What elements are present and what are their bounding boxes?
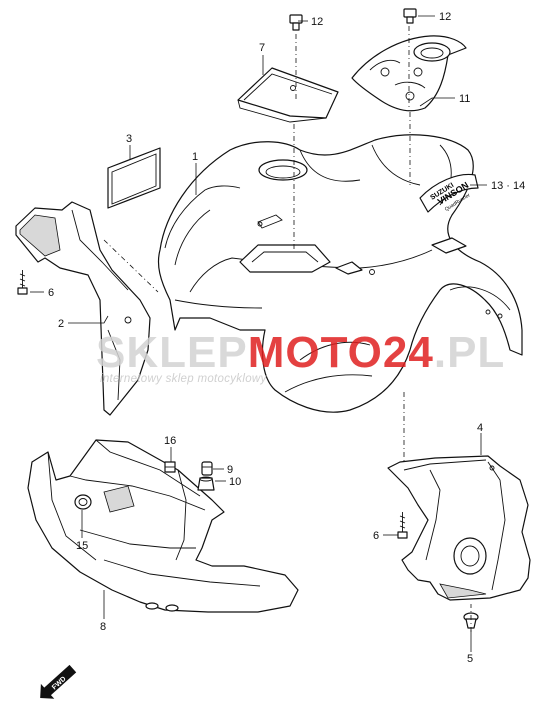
- callout-6b: 6: [373, 530, 379, 542]
- screw-6-right: [397, 512, 408, 539]
- grommet-9: [201, 461, 213, 476]
- tank-cover: [351, 35, 467, 112]
- callout-10: 10: [229, 476, 241, 488]
- callout-12a: 12: [311, 16, 323, 28]
- callout-11: 11: [459, 93, 470, 105]
- callout-4: 4: [477, 422, 483, 434]
- watermark: SKLEPMOTO24.PL internetowy sklep motocyk…: [96, 328, 505, 385]
- callout-7: 7: [259, 42, 265, 54]
- leader-2: [68, 315, 109, 324]
- callout-15: 15: [76, 540, 88, 552]
- front-grille: [27, 439, 299, 613]
- callout-3: 3: [126, 133, 132, 145]
- watermark-tagline: internetowy sklep motocyklowy: [100, 373, 268, 385]
- left-side-cover: [15, 201, 151, 416]
- fwd-arrow-badge: FWD: [40, 664, 77, 699]
- bolt-12-right: [403, 8, 417, 24]
- right-inner-cover: [387, 455, 531, 601]
- power-socket: [74, 494, 92, 510]
- callout-13-14: 13 · 14: [491, 180, 525, 192]
- callout-8: 8: [100, 621, 106, 633]
- leader-11: [419, 97, 455, 107]
- bolt-12-left: [289, 14, 303, 31]
- front-fender: SUZUKI VINSON QuadRunner: [157, 134, 523, 413]
- nut-10: [197, 476, 215, 491]
- screw-6-left: [17, 270, 28, 295]
- callout-16: 16: [164, 435, 176, 447]
- callout-5: 5: [467, 653, 473, 665]
- clip-16: [164, 461, 176, 473]
- seat-pad: [237, 67, 339, 123]
- callout-1: 1: [192, 151, 198, 163]
- assembly-line-2-1: [103, 239, 159, 293]
- callout-9: 9: [227, 464, 233, 476]
- watermark-logo: SKLEPMOTO24.PL: [96, 328, 505, 377]
- callout-6a: 6: [48, 287, 54, 299]
- callout-2: 2: [58, 318, 64, 330]
- decal-plate: [107, 147, 161, 209]
- callout-12b: 12: [439, 11, 451, 23]
